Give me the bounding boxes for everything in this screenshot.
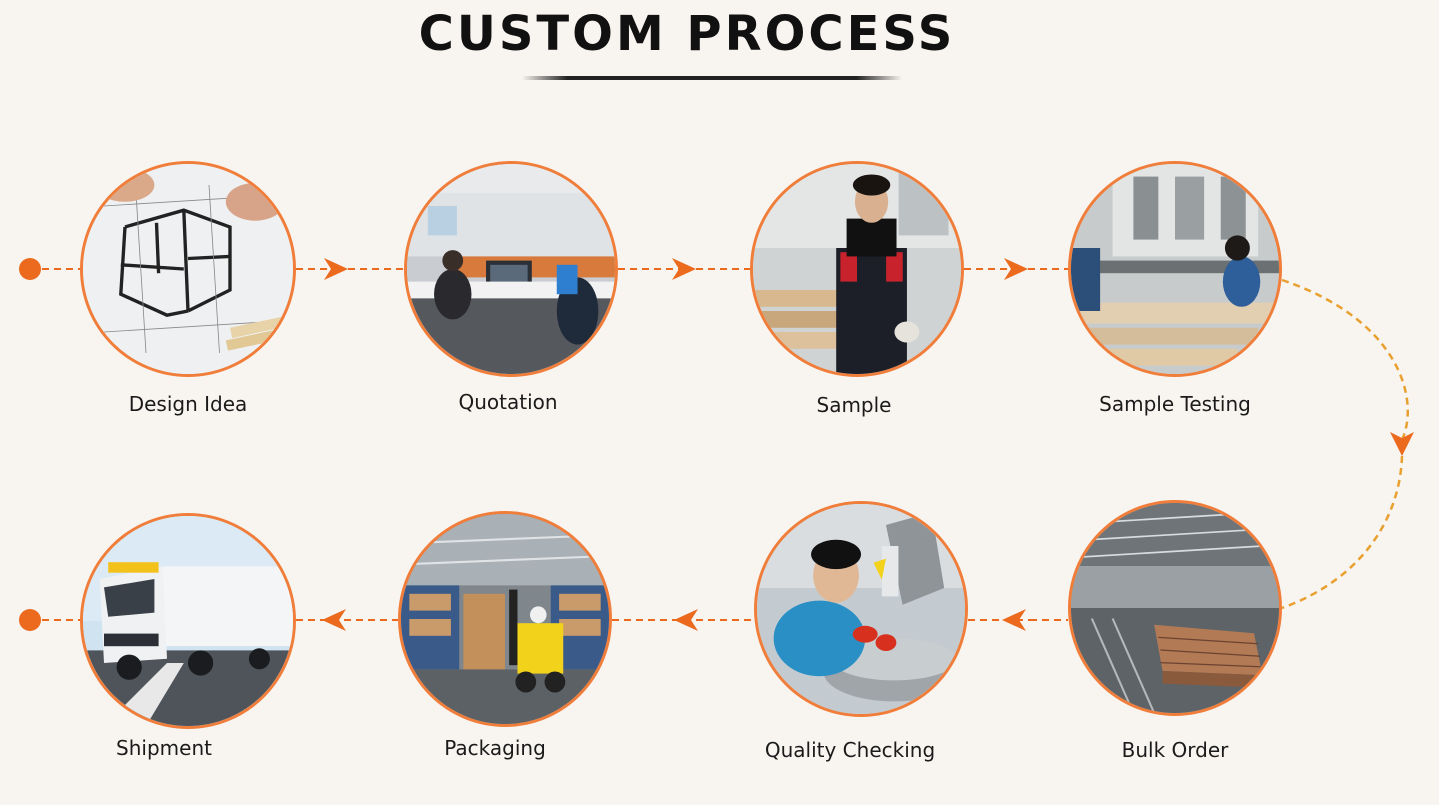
connector-curve <box>1281 455 1404 610</box>
quality-inspector-photo <box>757 504 965 714</box>
page-title: CUSTOM PROCESS <box>418 6 956 62</box>
step-label-sample: Sample <box>816 393 892 417</box>
step-label-quality-checking: Quality Checking <box>764 738 936 762</box>
connector-curve <box>1281 278 1409 441</box>
floor-plan-photo <box>83 164 293 374</box>
sample-worker-photo <box>753 164 961 374</box>
step-photo-sample <box>750 161 964 377</box>
arrow-right-icon <box>1004 258 1028 280</box>
factory-photo <box>1071 503 1279 713</box>
warehouse-photo <box>401 514 609 724</box>
arrow-right-icon <box>324 258 348 280</box>
step-label-bulk-order: Bulk Order <box>1121 738 1229 762</box>
testing-photo <box>1071 164 1279 374</box>
office-photo <box>407 164 615 374</box>
step-label-sample-testing: Sample Testing <box>1099 392 1251 416</box>
step-label-quotation: Quotation <box>458 390 558 414</box>
step-label-packaging: Packaging <box>444 736 546 760</box>
step-label-shipment: Shipment <box>116 736 212 760</box>
arrow-left-icon <box>322 609 346 631</box>
arrow-left-icon <box>1002 609 1026 631</box>
end-dot <box>19 609 41 631</box>
start-dot <box>19 258 41 280</box>
step-photo-quality-checking <box>754 501 968 717</box>
step-photo-shipment <box>80 513 296 729</box>
arrow-right-icon <box>672 258 696 280</box>
arrow-down-icon <box>1390 432 1414 456</box>
step-photo-sample-testing <box>1068 161 1282 377</box>
title-underline <box>522 76 902 80</box>
step-photo-bulk-order <box>1068 500 1282 716</box>
step-photo-packaging <box>398 511 612 727</box>
step-label-design-idea: Design Idea <box>128 392 248 416</box>
step-photo-quotation <box>404 161 618 377</box>
arrow-left-icon <box>674 609 698 631</box>
truck-photo <box>83 516 293 726</box>
step-photo-design-idea <box>80 161 296 377</box>
